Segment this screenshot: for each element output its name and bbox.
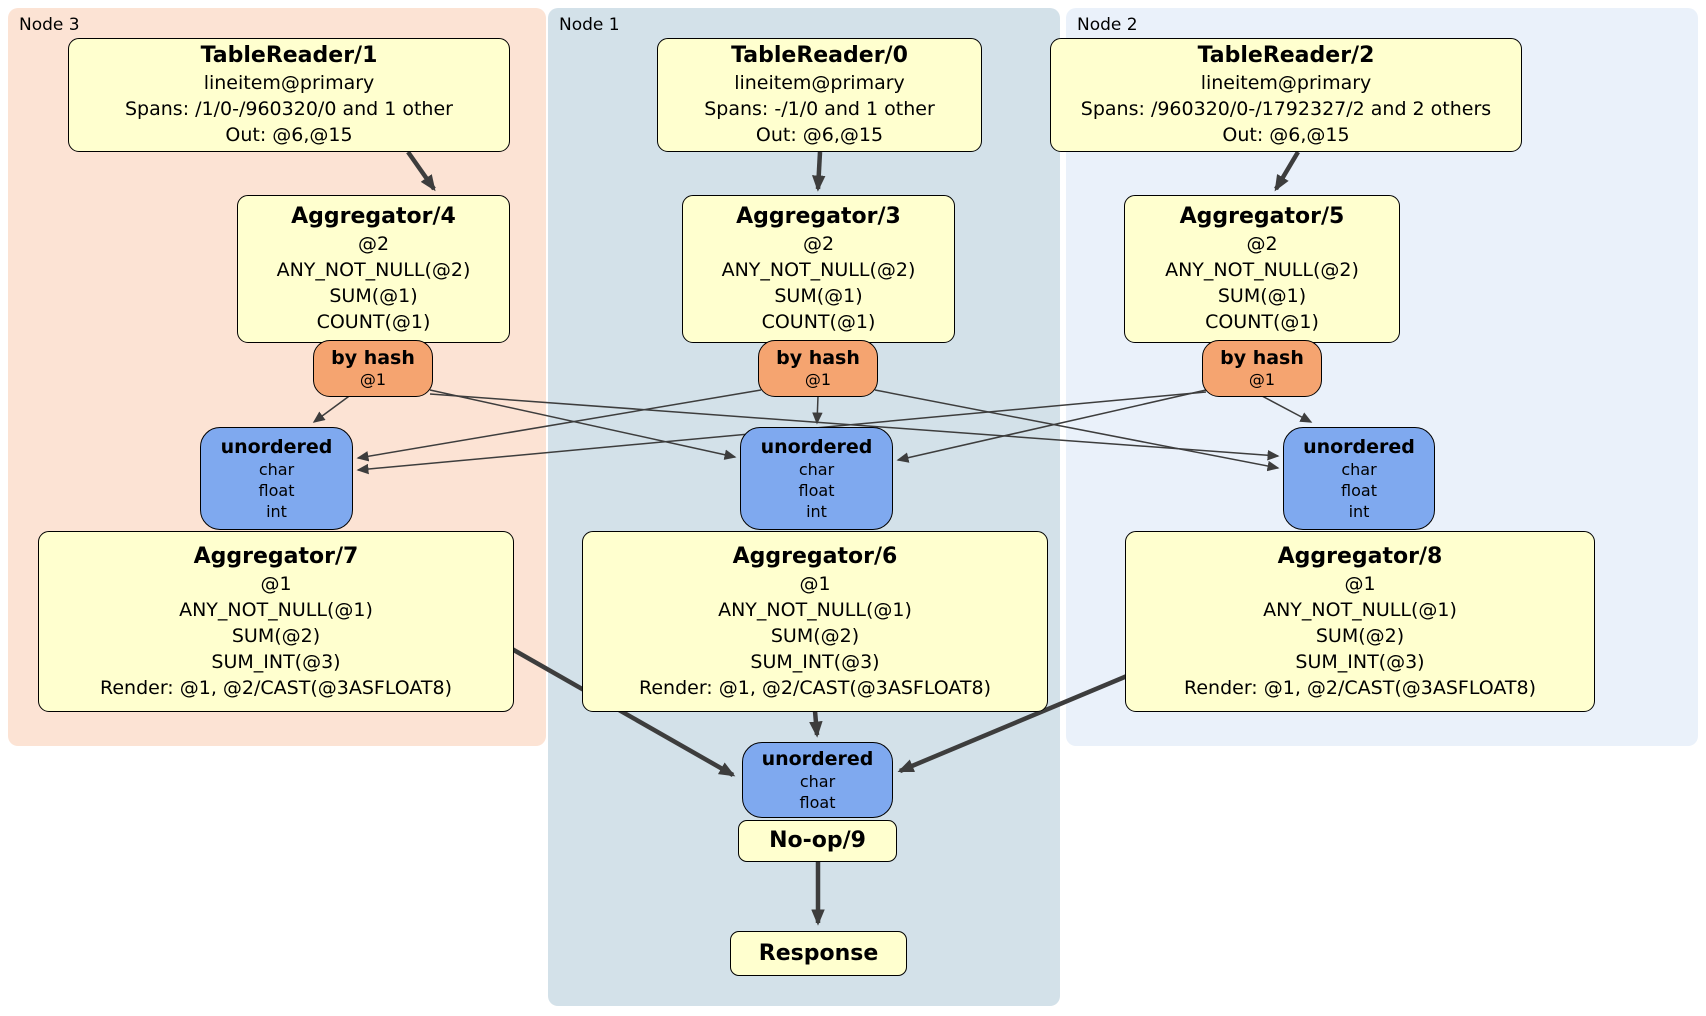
processor-render: Render: @1, @2/CAST(@3ASFLOAT8) xyxy=(100,676,452,699)
router-by-hash-left: by hash @1 xyxy=(313,340,433,397)
processor-agg-fn: COUNT(@1) xyxy=(316,311,431,333)
processor-tablereader-2: TableReader/2 lineitem@primary Spans: /9… xyxy=(1050,38,1522,152)
sync-unordered-mid: unordered char float int xyxy=(740,427,893,530)
router-by-hash-right: by hash @1 xyxy=(1202,340,1322,397)
processor-agg-fn: ANY_NOT_NULL(@2) xyxy=(1165,259,1359,281)
processor-title: TableReader/0 xyxy=(731,43,908,68)
processor-render: Render: @1, @2/CAST(@3ASFLOAT8) xyxy=(639,676,991,699)
processor-response: Response xyxy=(730,931,907,976)
node-label: Node 1 xyxy=(559,15,620,35)
processor-spans: Spans: /1/0-/960320/0 and 1 other xyxy=(125,98,453,120)
sync-type: float xyxy=(799,793,836,812)
sync-type: int xyxy=(1348,502,1370,521)
processor-out: Out: @6,@15 xyxy=(225,124,353,146)
processor-agg-fn: SUM(@1) xyxy=(1217,285,1307,307)
router-hash-column: @1 xyxy=(1248,370,1276,389)
processor-title: No-op/9 xyxy=(769,828,866,853)
processor-aggregator-5: Aggregator/5 @2 ANY_NOT_NULL(@2) SUM(@1)… xyxy=(1124,195,1400,343)
processor-index: lineitem@primary xyxy=(1200,72,1372,94)
router-title: by hash xyxy=(1220,347,1304,369)
processor-group-cols: @1 xyxy=(1344,572,1376,595)
sync-type: char xyxy=(1341,460,1377,479)
processor-group-cols: @2 xyxy=(802,233,835,255)
router-hash-column: @1 xyxy=(359,370,387,389)
processor-noop: No-op/9 xyxy=(738,820,897,862)
router-by-hash-mid: by hash @1 xyxy=(758,340,878,397)
processor-title: TableReader/1 xyxy=(200,43,378,68)
node-label: Node 2 xyxy=(1077,15,1138,35)
processor-title: Aggregator/3 xyxy=(736,204,901,229)
processor-group-cols: @2 xyxy=(1246,233,1278,255)
processor-agg-fn: SUM_INT(@3) xyxy=(211,650,341,673)
processor-spans: Spans: /960320/0-/1792327/2 and 2 others xyxy=(1080,98,1492,120)
processor-title: Aggregator/4 xyxy=(291,204,456,229)
sync-type: float xyxy=(1341,481,1377,500)
processor-agg-fn: SUM(@2) xyxy=(1315,624,1405,647)
sync-title: unordered xyxy=(760,436,873,458)
processor-group-cols: @1 xyxy=(799,572,831,595)
processor-agg-fn: ANY_NOT_NULL(@1) xyxy=(718,598,912,621)
processor-index: lineitem@primary xyxy=(734,72,905,94)
processor-spans: Spans: -/1/0 and 1 other xyxy=(704,98,935,120)
processor-title: Aggregator/7 xyxy=(193,543,359,569)
router-title: by hash xyxy=(331,347,415,369)
sync-type: float xyxy=(258,481,295,500)
sync-title: unordered xyxy=(220,436,333,458)
processor-group-cols: @1 xyxy=(260,572,292,595)
processor-render: Render: @1, @2/CAST(@3ASFLOAT8) xyxy=(1184,676,1536,699)
processor-aggregator-7: Aggregator/7 @1 ANY_NOT_NULL(@1) SUM(@2)… xyxy=(38,531,514,712)
processor-title: TableReader/2 xyxy=(1197,43,1375,68)
processor-agg-fn: SUM_INT(@3) xyxy=(1295,650,1425,673)
processor-aggregator-8: Aggregator/8 @1 ANY_NOT_NULL(@1) SUM(@2)… xyxy=(1125,531,1595,712)
processor-title: Response xyxy=(758,940,879,966)
processor-agg-fn: ANY_NOT_NULL(@2) xyxy=(276,259,471,281)
processor-agg-fn: ANY_NOT_NULL(@1) xyxy=(179,598,373,621)
processor-aggregator-6: Aggregator/6 @1 ANY_NOT_NULL(@1) SUM(@2)… xyxy=(582,531,1048,712)
node-label: Node 3 xyxy=(19,15,80,35)
sync-title: unordered xyxy=(1303,436,1415,458)
sync-type: float xyxy=(798,481,835,500)
processor-aggregator-4: Aggregator/4 @2 ANY_NOT_NULL(@2) SUM(@1)… xyxy=(237,195,510,343)
processor-tablereader-1: TableReader/1 lineitem@primary Spans: /1… xyxy=(68,38,510,152)
sync-unordered-final: unordered char float xyxy=(742,742,893,818)
sync-type: char xyxy=(799,772,836,791)
processor-agg-fn: SUM(@2) xyxy=(231,624,321,647)
processor-agg-fn: ANY_NOT_NULL(@1) xyxy=(1263,598,1457,621)
processor-title: Aggregator/6 xyxy=(732,543,898,569)
processor-agg-fn: SUM_INT(@3) xyxy=(750,650,880,673)
processor-agg-fn: COUNT(@1) xyxy=(761,311,876,333)
sync-unordered-right: unordered char float int xyxy=(1283,427,1435,530)
sync-type: char xyxy=(798,460,835,479)
processor-agg-fn: SUM(@2) xyxy=(770,624,860,647)
sync-type: int xyxy=(806,502,827,521)
router-hash-column: @1 xyxy=(804,370,832,389)
processor-title: Aggregator/8 xyxy=(1277,543,1443,569)
processor-group-cols: @2 xyxy=(357,233,390,255)
processor-out: Out: @6,@15 xyxy=(755,124,884,146)
sync-type: char xyxy=(258,460,295,479)
processor-agg-fn: SUM(@1) xyxy=(329,285,418,307)
sync-unordered-left: unordered char float int xyxy=(200,427,353,530)
sync-title: unordered xyxy=(761,748,874,770)
processor-agg-fn: COUNT(@1) xyxy=(1205,311,1319,333)
processor-out: Out: @6,@15 xyxy=(1222,124,1350,146)
processor-tablereader-0: TableReader/0 lineitem@primary Spans: -/… xyxy=(657,38,982,152)
processor-title: Aggregator/5 xyxy=(1179,204,1345,229)
router-title: by hash xyxy=(776,347,860,369)
sync-type: int xyxy=(266,502,287,521)
processor-agg-fn: SUM(@1) xyxy=(774,285,863,307)
processor-agg-fn: ANY_NOT_NULL(@2) xyxy=(721,259,916,281)
processor-aggregator-3: Aggregator/3 @2 ANY_NOT_NULL(@2) SUM(@1)… xyxy=(682,195,955,343)
processor-index: lineitem@primary xyxy=(203,72,375,94)
